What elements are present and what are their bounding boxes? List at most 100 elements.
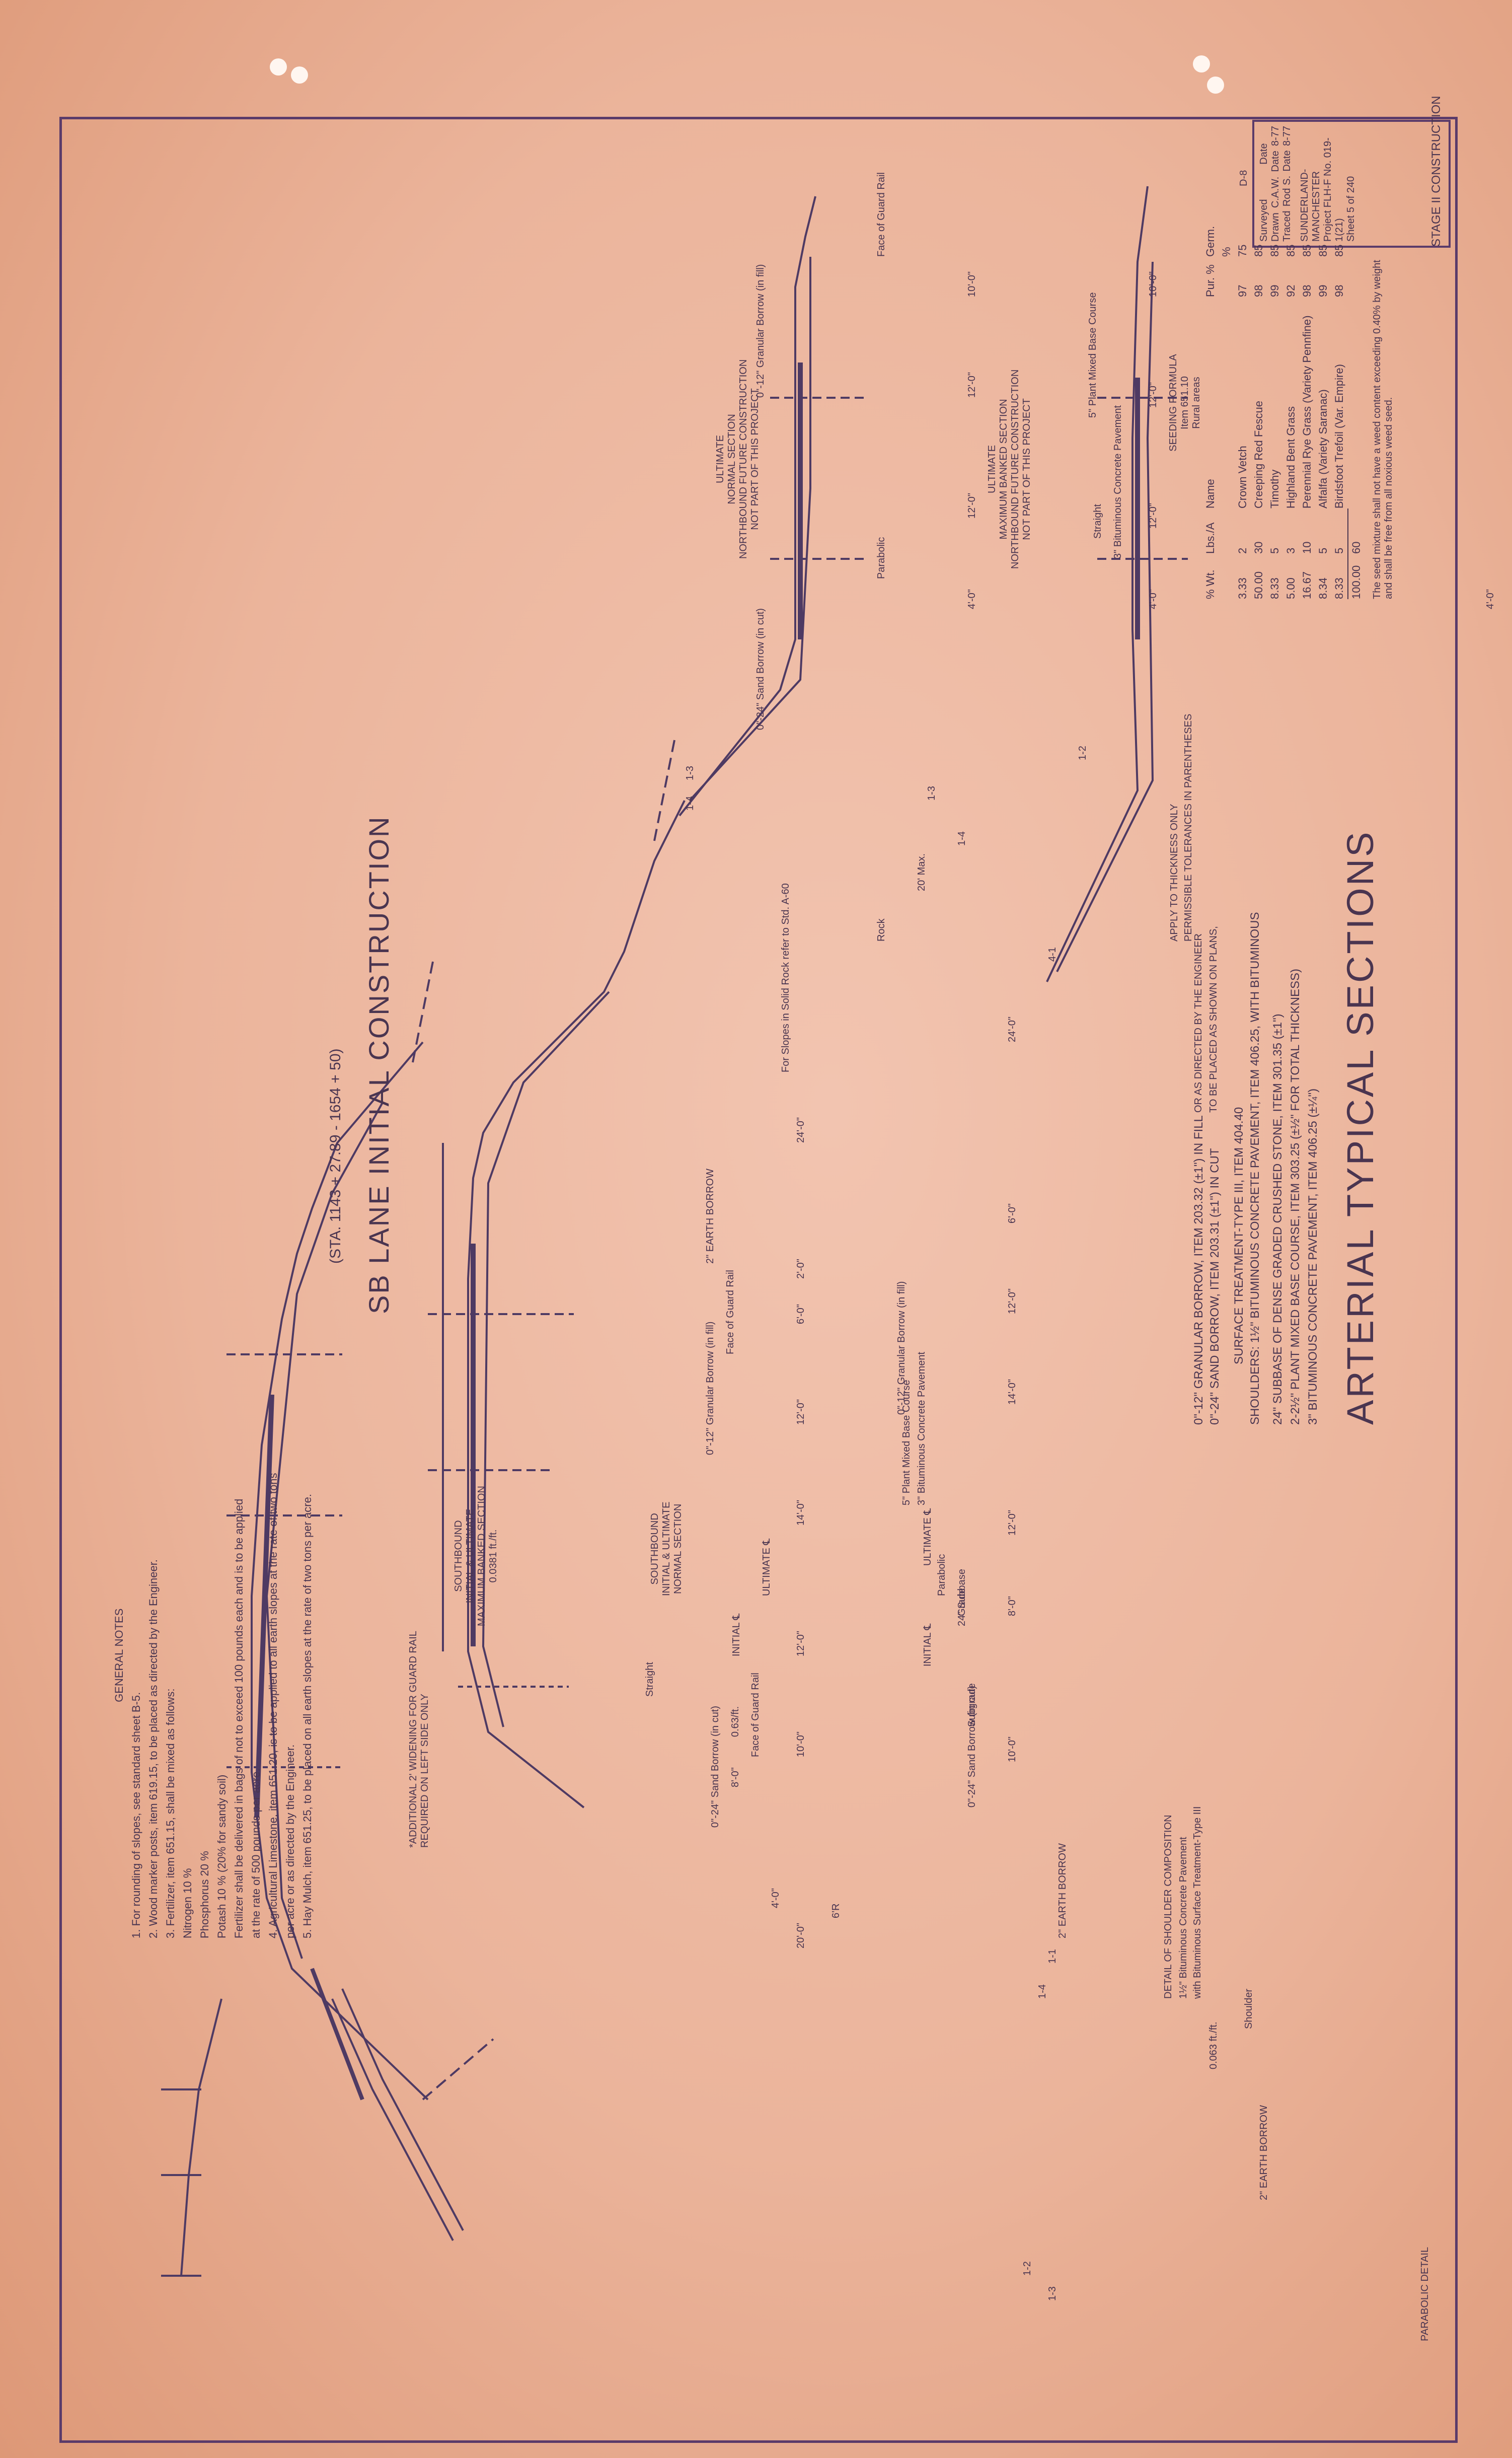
section-label: 3" Bituminous Concrete Pavement [1112, 405, 1123, 559]
borrow-note-2: 0"-12" GRANULAR BORROW, ITEM 203.32 (±1"… [1192, 1115, 1205, 1425]
shoulder-detail-item: with Bituminous Surface Treatment-Type I… [1192, 1806, 1203, 1999]
stage-label: STAGE II CONSTRUCTION [1429, 96, 1443, 247]
section-label: 0"-12" Granular Borrow (in fill) [896, 1281, 907, 1415]
seeding-note: The seed mixture shall not have a weed c… [1372, 260, 1383, 599]
dim-label: 24'-0" [1007, 1017, 1018, 1042]
seeding-header-row: % Wt. Lbs./A Name Pur. % Germ. % [1204, 226, 1233, 599]
slope-ratio: 4-1 [1047, 947, 1058, 962]
dim-label: 12'-0" [795, 1399, 806, 1425]
general-note: 1. For rounding of slopes, see standard … [130, 1692, 142, 1938]
general-note: Potash 10 % (20% for sandy soil) [215, 1774, 228, 1938]
punch-hole [270, 58, 287, 76]
general-note: 3. Fertilizer, item 651.15, shall be mix… [164, 1688, 177, 1938]
punch-hole [1193, 55, 1210, 73]
section-label: Face of Guard Rail [750, 1673, 761, 1757]
pavement-note-1: 3" BITUMINOUS CONCRETE PAVEMENT, ITEM 40… [1306, 1088, 1320, 1425]
parabolic-detail-label: PARABOLIC DETAIL [1419, 2247, 1430, 2341]
general-note: 2. Wood marker posts, item 619.15, to be… [147, 1559, 160, 1938]
general-note: Fertilizer shall be delivered in bags of… [233, 1498, 245, 1938]
dim-label: 6'-0" [1007, 1203, 1018, 1223]
tolerance-note-1: PERMISSIBLE TOLERANCES IN PARENTHESES [1183, 713, 1194, 942]
slope-ratio: 1-4 [1037, 1984, 1048, 1999]
section-label: INITIAL ℄ [731, 1613, 742, 1656]
slope-ratio: 1-3 [685, 766, 696, 780]
dim-label: 4'-0" [1148, 589, 1159, 609]
section-label: Face of Guard Rail [725, 1270, 736, 1354]
shoulder-detail-item: Shoulder [1243, 1988, 1254, 2029]
pavement-note-3: 24" SUBBASE OF DENSE GRADED CRUSHED STON… [1271, 1014, 1284, 1425]
section-label: Parabolic [936, 1554, 947, 1596]
slope-ratio: 1-1 [1047, 1949, 1058, 1964]
sb-banked-caption: SOUTHBOUND INITIAL & ULTIMATE MAXIMUM BA… [453, 1486, 499, 1626]
dim-label: 8'-0" [1007, 1596, 1018, 1616]
general-notes-heading: GENERAL NOTES [113, 1608, 125, 1702]
seeding-formula: SEEDING FORMULA Item 651.10 Rural areas … [1168, 206, 1395, 599]
general-note: 4. Agricultural Limestone, item 651.20, … [267, 1473, 279, 1938]
dim-label: 12'-0" [966, 372, 977, 398]
section-label: ULTIMATE ℄ [922, 1508, 933, 1566]
general-note: 5. Hay Mulch, item 651.25, to be placed … [301, 1494, 314, 1938]
dim-label: 10'-0" [1148, 271, 1159, 297]
sheet-number: Sheet 5 of 240 [1345, 176, 1356, 242]
dim-label: 6'R [830, 1903, 842, 1918]
section-label: 3" Bituminous Concrete Pavement [916, 1351, 927, 1505]
project-name: SUNDERLAND-MANCHESTER [1299, 169, 1322, 242]
section-label: ULTIMATE ℄ [761, 1538, 772, 1596]
dim-label: 10'-0" [966, 271, 977, 297]
dim-label: 6'-0" [795, 1304, 806, 1324]
punch-hole [291, 66, 308, 84]
sb-normal-caption: SOUTHBOUND INITIAL & ULTIMATE NORMAL SEC… [649, 1501, 684, 1596]
shoulder-detail-item: 0.063 ft./ft. [1208, 2021, 1219, 2069]
section-label: For Slopes in Solid Rock refer to Std. A… [780, 883, 791, 1072]
tolerance-note-2: APPLY TO THICKNESS ONLY [1169, 804, 1180, 942]
lane-station: (STA. 1143 + 27.89 - 1654 + 50) [327, 1048, 344, 1264]
slope-ratio: 1-4 [956, 831, 967, 846]
pavement-note-2: 2-2½" PLANT MIXED BASE COURSE, ITEM 303.… [1289, 968, 1302, 1425]
dim-label: 4'-0" [1485, 589, 1496, 609]
section-label: 5" Plant Mixed Base Course [1087, 292, 1098, 418]
section-label: Rock [876, 918, 887, 942]
shoulder-detail-item: 2" EARTH BORROW [1258, 2105, 1269, 2200]
dim-label: 12'-0" [1148, 382, 1159, 408]
dim-label: 8'-0" [730, 1767, 741, 1787]
section-label: 0"-24" Sand Borrow (in cut) [710, 1705, 721, 1828]
slope-ratio: 1-4 [685, 796, 696, 811]
borrow-bracket-2: OR AS DIRECTED BY THE ENGINEER [1193, 933, 1204, 1113]
section-label: 0"-12" Granular Borrow (in fill) [705, 1321, 716, 1455]
rotated-drawing: ARTERIAL TYPICAL SECTIONS 3" BITUMINOUS … [101, 96, 1496, 2351]
section-linework [161, 120, 1451, 2277]
nb-banked-caption: ULTIMATE MAXIMUM BANKED SECTION NORTHBOU… [987, 369, 1032, 569]
slope-ratio: 1-3 [1047, 2286, 1058, 2301]
pavement-note-5: SURFACE TREATMENT-TYPE III, ITEM 404.40 [1232, 1107, 1246, 1364]
dim-label: 12'-0" [966, 493, 977, 519]
dim-label: 10'-0" [1007, 1737, 1018, 1762]
section-label: Straight [644, 1662, 655, 1697]
dim-label: 4'-0" [966, 589, 977, 609]
section-label: 0"-24" Sand Borrow (in cut) [755, 608, 766, 730]
borrow-note-1: 0"-24" SAND BORROW, ITEM 203.31 (±1") IN… [1208, 1148, 1222, 1425]
general-note: Phosphorus 20 % [198, 1851, 211, 1938]
sheet-border [59, 117, 1458, 2443]
section-label: 0"-24" Sand Borrow (in cut) [966, 1685, 977, 1808]
section-label: Straight [1092, 504, 1103, 539]
slope-ratio: 1-3 [926, 786, 937, 801]
dim-label: 24'-0" [795, 1117, 806, 1143]
shoulder-detail-item: 1½" Bituminous Concrete Pavement [1178, 1837, 1189, 1999]
sheet-title: ARTERIAL TYPICAL SECTIONS [1339, 830, 1381, 1425]
slope-ratio: 1-2 [1022, 2261, 1033, 2276]
dim-label: 12'-0" [1007, 1510, 1018, 1536]
section-label: 0.63/ft. [730, 1706, 741, 1737]
general-note: at the rate of 500 pounds per acre. [250, 1768, 262, 1938]
